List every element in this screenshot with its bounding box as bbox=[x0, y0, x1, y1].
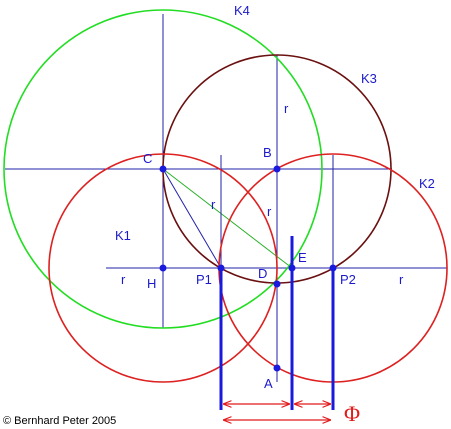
point-e bbox=[288, 264, 296, 272]
label-b: B bbox=[263, 145, 272, 160]
label-k3: K3 bbox=[361, 71, 377, 86]
label-k2: K2 bbox=[419, 176, 435, 191]
point-d bbox=[273, 280, 281, 288]
point-p1 bbox=[217, 264, 225, 272]
label-h: H bbox=[147, 276, 156, 291]
label-a: A bbox=[264, 376, 273, 391]
line-c-p1 bbox=[162, 168, 222, 269]
circle-k4 bbox=[3, 9, 323, 329]
label-phi: Φ bbox=[344, 401, 360, 426]
label-r-top: r bbox=[284, 101, 289, 116]
copyright-text: © Bernhard Peter 2005 bbox=[3, 415, 116, 427]
label-r-diag: r bbox=[211, 197, 216, 212]
point-h bbox=[159, 264, 167, 272]
label-r-mid: r bbox=[267, 204, 272, 219]
label-p1: P1 bbox=[196, 272, 212, 287]
label-e: E bbox=[298, 250, 307, 265]
label-c: C bbox=[143, 151, 152, 166]
label-k1: K1 bbox=[115, 228, 131, 243]
point-p2 bbox=[329, 264, 337, 272]
label-d: D bbox=[258, 266, 267, 281]
label-p2: P2 bbox=[340, 272, 356, 287]
point-b bbox=[273, 165, 281, 173]
label-k4: K4 bbox=[234, 3, 250, 18]
point-c bbox=[159, 165, 167, 173]
label-r-right: r bbox=[399, 272, 404, 287]
line-c-e bbox=[162, 168, 293, 269]
circle-k1 bbox=[48, 153, 278, 383]
label-r-left: r bbox=[121, 272, 126, 287]
point-a bbox=[273, 364, 281, 372]
